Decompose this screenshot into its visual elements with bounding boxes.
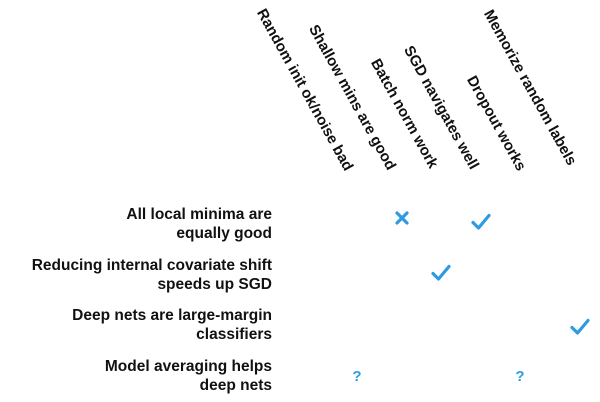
check-icon — [469, 210, 493, 234]
column-header-memorize: Memorize random labels — [480, 7, 580, 169]
check-icon — [429, 261, 453, 285]
row-label-line: Model averaging helps — [104, 358, 272, 375]
row-label-line: All local minima are — [126, 206, 272, 223]
cross-icon — [390, 206, 414, 230]
row-label-line: speeds up SGD — [157, 276, 272, 293]
question-icon: ? — [515, 367, 525, 385]
question-icon: ? — [352, 367, 362, 385]
row-label-line: Deep nets are large-margin — [72, 307, 272, 324]
row-label-model-averaging: Model averaging helps deep nets — [105, 357, 272, 395]
row-label-line: equally good — [176, 225, 272, 242]
row-label-line: classifiers — [196, 326, 272, 343]
row-label-covariate-shift: Reducing internal covariate shift speeds… — [32, 256, 272, 294]
row-label-line: deep nets — [199, 377, 272, 394]
row-label-large-margin: Deep nets are large-margin classifiers — [72, 306, 272, 344]
row-label-line: Reducing internal covariate shift — [31, 257, 272, 274]
check-icon — [568, 315, 592, 339]
column-header-sgd: SGD navigates well — [400, 43, 483, 173]
row-label-local-minima: All local minima are equally good — [126, 205, 272, 243]
